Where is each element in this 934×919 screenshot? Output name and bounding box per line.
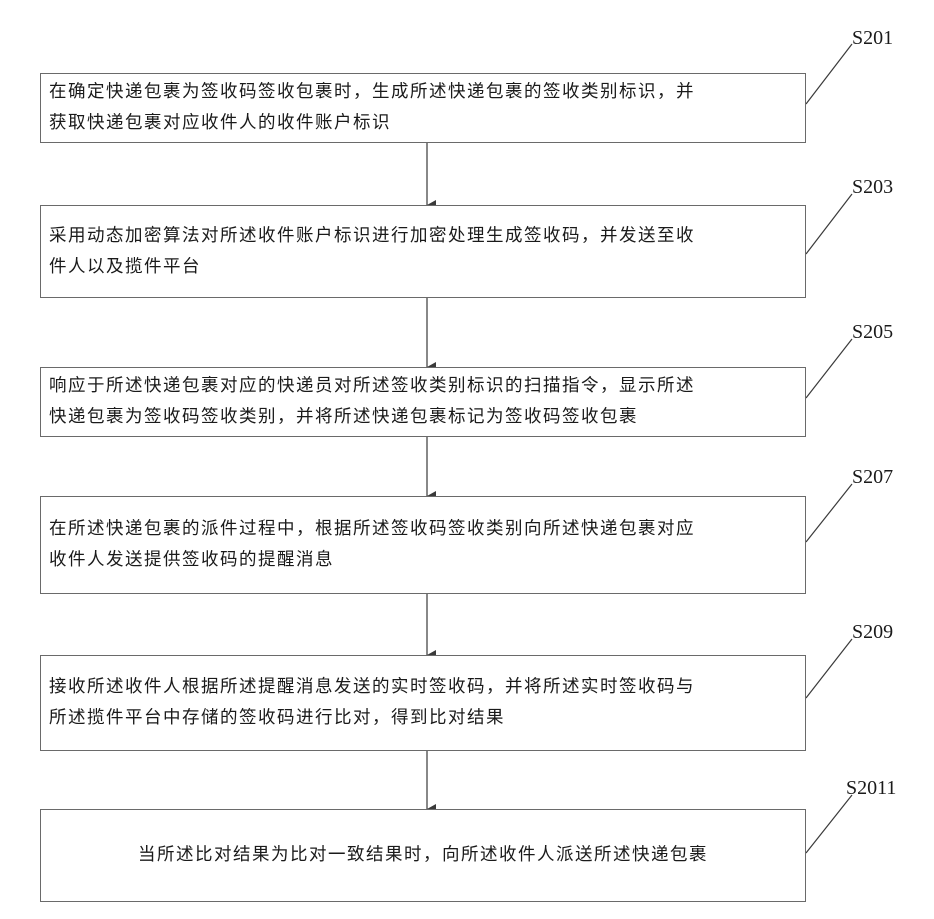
step-label-s205: S205 (852, 321, 893, 344)
step-label-s203: S203 (852, 176, 893, 199)
step-box-s203: 采用动态加密算法对所述收件账户标识进行加密处理生成签收码，并发送至收 件人以及揽… (40, 205, 806, 298)
step-box-s201: 在确定快递包裹为签收码签收包裹时，生成所述快递包裹的签收类别标识，并 获取快递包… (40, 73, 806, 143)
step-box-s209: 接收所述收件人根据所述提醒消息发送的实时签收码，并将所述实时签收码与 所述揽件平… (40, 655, 806, 751)
step-label-s2011: S2011 (846, 777, 896, 800)
leader-line-s205 (806, 339, 852, 398)
step-label-s201: S201 (852, 27, 893, 50)
step-box-s207: 在所述快递包裹的派件过程中，根据所述签收码签收类别向所述快递包裹对应 收件人发送… (40, 496, 806, 594)
step-label-s207: S207 (852, 466, 893, 489)
leader-line-s203 (806, 194, 852, 254)
leader-line-s2011 (806, 795, 852, 853)
step-text-s201: 在确定快递包裹为签收码签收包裹时，生成所述快递包裹的签收类别标识，并 获取快递包… (49, 77, 797, 139)
step-label-s209: S209 (852, 621, 893, 644)
step-box-s2011: 当所述比对结果为比对一致结果时，向所述收件人派送所述快递包裹 (40, 809, 806, 902)
leader-line-s209 (806, 639, 852, 698)
step-box-s205: 响应于所述快递包裹对应的快递员对所述签收类别标识的扫描指令，显示所述 快递包裹为… (40, 367, 806, 437)
leader-line-s201 (806, 44, 852, 104)
step-text-s203: 采用动态加密算法对所述收件账户标识进行加密处理生成签收码，并发送至收 件人以及揽… (49, 221, 797, 283)
step-text-s2011: 当所述比对结果为比对一致结果时，向所述收件人派送所述快递包裹 (49, 840, 797, 871)
step-text-s207: 在所述快递包裹的派件过程中，根据所述签收码签收类别向所述快递包裹对应 收件人发送… (49, 514, 797, 576)
step-text-s209: 接收所述收件人根据所述提醒消息发送的实时签收码，并将所述实时签收码与 所述揽件平… (49, 672, 797, 734)
leader-line-s207 (806, 484, 852, 542)
step-text-s205: 响应于所述快递包裹对应的快递员对所述签收类别标识的扫描指令，显示所述 快递包裹为… (49, 371, 797, 433)
